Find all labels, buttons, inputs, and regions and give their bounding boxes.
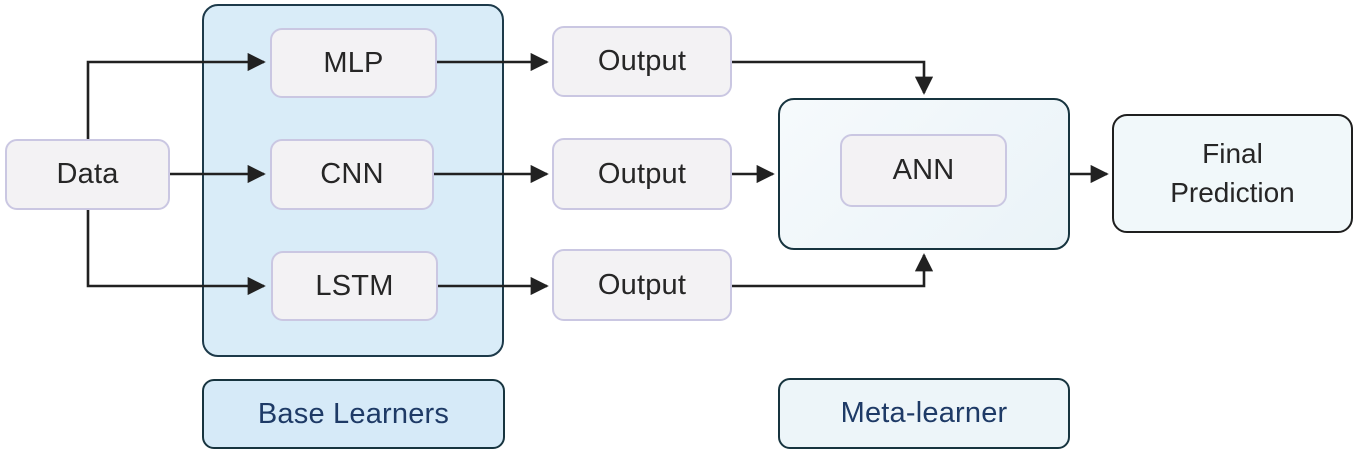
node-ann: ANN [840, 134, 1007, 207]
caption-base-learners: Base Learners [202, 379, 505, 449]
caption-meta-learner-label: Meta-learner [840, 397, 1008, 429]
caption-base-learners-label: Base Learners [257, 397, 450, 430]
node-mlp: MLP [270, 28, 437, 98]
node-output-mlp-label: Output [597, 45, 687, 77]
node-mlp-label: MLP [323, 46, 384, 79]
node-cnn: CNN [270, 139, 434, 210]
node-output-lstm: Output [552, 249, 732, 321]
node-output-lstm-label: Output [597, 268, 687, 301]
node-final-prediction: Final Prediction [1112, 114, 1353, 233]
node-data-label: Data [56, 158, 119, 190]
caption-meta-learner: Meta-learner [778, 378, 1070, 449]
node-output-mlp: Output [552, 26, 732, 97]
edge-output3-to-meta [732, 253, 934, 288]
node-lstm-label: LSTM [315, 269, 394, 302]
node-data: Data [5, 139, 170, 210]
node-final-prediction-label: Final Prediction [1170, 137, 1295, 208]
node-output-cnn-label: Output [597, 157, 687, 190]
node-cnn-label: CNN [320, 158, 384, 190]
edge-output1-to-meta [732, 60, 934, 95]
node-lstm: LSTM [271, 251, 438, 321]
node-output-cnn: Output [552, 138, 732, 210]
node-ann-label: ANN [892, 154, 955, 186]
